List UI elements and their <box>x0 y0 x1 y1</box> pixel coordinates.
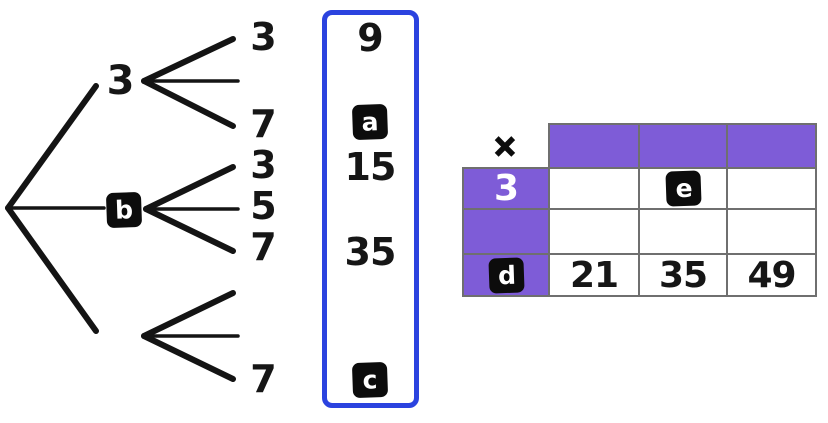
product-value: 15 <box>344 145 397 189</box>
table-cell <box>728 169 815 208</box>
tree-leaf-label: 7 <box>250 225 276 269</box>
table-cell: 49 <box>728 255 815 296</box>
tree-branch-line <box>143 206 236 254</box>
tree-branch-line <box>141 36 236 84</box>
product-value: 35 <box>344 230 397 274</box>
product-value: 9 <box>357 16 383 60</box>
products-answer-tag-a[interactable]: a <box>351 103 389 141</box>
table-cell: 21 <box>550 255 638 296</box>
factor-tree-lines <box>5 36 240 382</box>
tree-parent-top-label: 3 <box>106 58 135 104</box>
table-cell <box>550 210 638 253</box>
tree-leaf-label: 3 <box>250 143 276 187</box>
products-box: 9 a 15 35 c <box>322 10 419 408</box>
products-answer-tag-c[interactable]: c <box>351 361 389 399</box>
tag-d-letter: d <box>497 260 515 290</box>
tree-leaf-label: 3 <box>250 15 276 59</box>
table-header-cell <box>640 125 726 167</box>
table-cell <box>640 210 726 253</box>
tag-e-letter: e <box>674 173 692 204</box>
tree-branch-line <box>143 164 236 212</box>
table-cell <box>728 210 815 253</box>
table-row-header-cell: 3 <box>464 168 548 209</box>
tree-branch-line <box>141 290 236 339</box>
tree-answer-tag-b[interactable]: b <box>105 191 143 229</box>
table-header-row <box>548 123 817 169</box>
tag-c-letter: c <box>362 365 378 395</box>
table-row-header-cell <box>464 210 548 253</box>
tree-leaf-label: 5 <box>250 184 276 228</box>
table-cell: 35 <box>640 255 726 296</box>
table-header-cell <box>550 125 638 167</box>
table-header-cell <box>728 125 815 167</box>
tree-branch-line <box>5 205 99 334</box>
table-answer-tag-e[interactable]: e <box>664 170 702 207</box>
table-body: 3 e d 21 35 49 <box>462 167 817 297</box>
tag-b-letter: b <box>114 195 134 225</box>
table-cell <box>550 169 638 208</box>
tree-leaf-label: 7 <box>250 102 276 146</box>
tree-branch-line <box>5 83 99 211</box>
table-cell: e <box>640 169 726 208</box>
tag-a-letter: a <box>361 107 379 137</box>
tree-branch-line <box>141 78 236 129</box>
tree-leaf-label: 7 <box>250 357 276 401</box>
multiplication-operator-icon: × <box>491 129 518 164</box>
table-row-header-cell: d <box>464 255 548 295</box>
table-answer-tag-d[interactable]: d <box>487 256 525 294</box>
tree-branch-line <box>141 333 236 382</box>
